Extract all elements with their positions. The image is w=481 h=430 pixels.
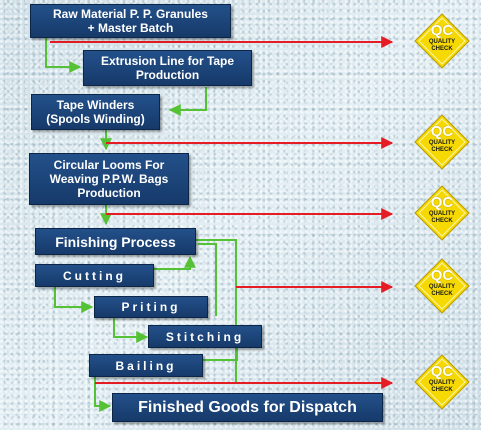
- step-raw-material: Raw Material P. P. Granules + Master Bat…: [30, 4, 231, 38]
- step-tape-winders: Tape Winders (Spools Winding): [31, 94, 160, 130]
- qc-badge-2: QC QUALITY CHECK: [413, 113, 471, 171]
- qc-badge-shape: [414, 354, 470, 410]
- flow-arrow-cutting-branch: [154, 255, 196, 270]
- qc-badge-subtitle: QUALITY CHECK: [428, 380, 456, 393]
- qc-badge-title: QC: [430, 267, 454, 284]
- qc-badge-1: QC QUALITY CHECK: [413, 12, 471, 70]
- step-finishing-process: Finishing Process: [35, 228, 196, 255]
- qc-badge-4: QC QUALITY CHECK: [413, 257, 471, 315]
- qc-badge-subtitle: QUALITY CHECK: [428, 284, 456, 297]
- qc-badge-subtitle: QUALITY CHECK: [428, 39, 456, 52]
- qc-badge-shape: [414, 114, 470, 170]
- flow-arrow-raw-to-extrusion: [45, 38, 82, 73]
- step-finished-goods: Finished Goods for Dispatch: [112, 393, 383, 422]
- qc-badge-5: QC QUALITY CHECK: [413, 353, 471, 411]
- step-circular-looms: Circular Looms For Weaving P.P.W. Bags P…: [29, 153, 189, 205]
- qc-badge-subtitle: QUALITY CHECK: [428, 140, 456, 153]
- step-stitching: Stitching: [148, 325, 262, 348]
- qc-badge-shape: [414, 258, 470, 314]
- qc-badge-title: QC: [430, 22, 454, 39]
- qc-badge-shape: [414, 13, 470, 69]
- qc-badge-shape: [414, 185, 470, 241]
- qc-badge-3: QC QUALITY CHECK: [413, 184, 471, 242]
- qc-badge-title: QC: [430, 123, 454, 140]
- qc-badge-title: QC: [430, 194, 454, 211]
- flow-arrow-bailing-to-finished: [94, 376, 112, 412]
- qc-badge-subtitle: QUALITY CHECK: [428, 211, 456, 224]
- flow-arrow-printing-to-stitching: [113, 317, 149, 343]
- flow-arrow-finishing-branch: [198, 243, 217, 316]
- flow-arrow-cutting-to-printing: [54, 287, 94, 313]
- step-cutting: Cutting: [35, 264, 154, 287]
- qc-badge-title: QC: [430, 363, 454, 380]
- flow-arrow-extrusion-to-winders: [168, 87, 207, 116]
- step-printing: Priting: [94, 296, 208, 318]
- step-bailing: Bailing: [89, 354, 203, 377]
- step-extrusion: Extrusion Line for Tape Production: [83, 50, 252, 86]
